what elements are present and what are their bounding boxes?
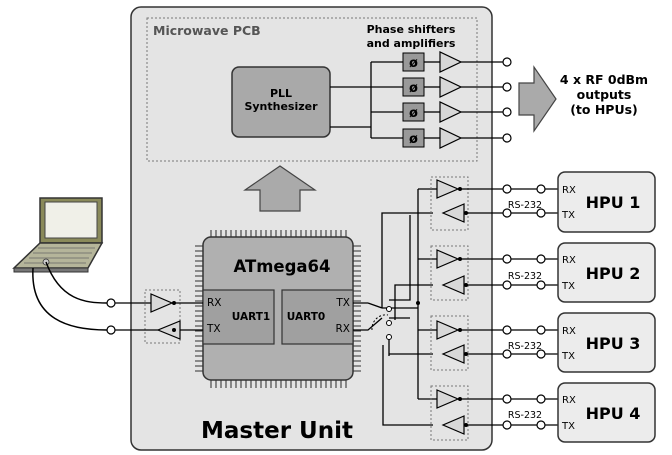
uart1-block [202,289,275,345]
master-unit-title: Master Unit [201,418,353,444]
hpu-rx-label: RX [562,395,576,406]
hpu-tx-label: TX [561,421,575,432]
pc-level-shifter-box [144,289,181,344]
hpu-tx-buffer-icon [436,249,460,269]
amplifier-icon [439,51,463,73]
phase-shifters-label: Phase shifters [367,23,456,36]
amplifier-icon [439,76,463,98]
hpu-rx-label: RX [562,326,576,337]
hpu-channel-4: RS-232 RX TX HPU 4 [430,382,656,443]
pc-rx-buffer-icon [150,293,174,313]
hpu-1-box [557,171,656,233]
microwave-pcb-box [146,17,478,162]
phase-shifter-row-3: ø [402,101,512,123]
uart1-tx-label: TX [206,323,221,335]
pc-tx-buffer-icon [156,320,181,340]
hpu-channel-1: RS-232 RX TX HPU 1 [430,171,656,233]
rs232-label: RS-232 [508,200,542,211]
svg-text:ø: ø [409,132,418,147]
amplifier-icon [439,127,463,149]
mcu-name: ATmega64 [233,257,330,276]
uart0-label: UART0 [287,311,325,323]
hpu-tx-buffer-icon [436,320,460,340]
rs232-label: RS-232 [508,271,542,282]
switch-contact [386,306,392,312]
rf-output-label-2: outputs [577,87,632,102]
pc-tx-terminal [106,325,116,335]
hpu-tx-label: TX [561,351,575,362]
rf-output-label-3: (to HPUs) [570,102,638,117]
hpu-3-box [557,312,656,373]
hpu-rx-label: RX [562,185,576,196]
amplifiers-label: and amplifiers [367,37,456,50]
uart1-rx-label: RX [207,297,222,309]
pll-label: PLL [270,87,292,100]
rs232-label: RS-232 [508,410,542,421]
switch-contact [386,334,392,340]
hpu-2-box [557,242,656,303]
hpu-tx-buffer-icon [436,179,460,199]
switch-contact [386,320,392,326]
microwave-pcb-title: Microwave PCB [153,23,261,38]
rs232-label: RS-232 [508,341,542,352]
synthesizer-label: Synthesizer [244,100,318,113]
control-up-arrow [243,165,317,212]
phase-shifter-rows: ø ø ø ø [402,51,512,149]
hpu-rx-label: RX [562,255,576,266]
rf-output-terminal [502,82,512,92]
hpu-tx-buffer-icon [436,389,460,409]
svg-text:ø: ø [409,106,418,121]
phase-shifter-row-1: ø [402,51,512,73]
uart0-bus-lines [353,188,437,426]
rx-mux-switch-arc [371,314,389,331]
rf-output-label-1: 4 x RF 0dBm [560,72,648,87]
rf-output-terminal [502,57,512,67]
pll-synthesizer-block [231,66,331,138]
uart0-rx-label: RX [336,323,351,335]
hpu-4-box [557,382,656,443]
hpu-2-label: HPU 2 [586,264,641,283]
pc-rx-terminal [106,298,116,308]
rf-output-terminal [502,133,512,143]
hpu-channel-3: RS-232 RX TX HPU 3 [430,312,656,373]
svg-text:ø: ø [409,81,418,96]
laptop-icon [12,197,104,273]
hpu-3-label: HPU 3 [586,334,641,353]
pc-serial-cable [32,261,108,331]
hpu-tx-label: TX [561,210,575,221]
uart0-block [281,289,354,345]
hpu-4-label: HPU 4 [586,404,641,423]
phase-shifter-row-2: ø [402,76,512,98]
rf-output-arrow [518,65,557,133]
uart1-label: UART1 [232,311,270,323]
hpu-tx-label: TX [561,281,575,292]
amplifier-icon [439,101,463,123]
uart0-tx-label: TX [335,297,350,309]
hpu-channel-2: RS-232 RX TX HPU 2 [430,242,656,303]
svg-text:ø: ø [409,56,418,71]
rf-output-terminal [502,107,512,117]
hpu-1-label: HPU 1 [586,193,641,212]
pll-output-lines [330,61,403,139]
phase-shifter-row-4: ø [402,127,512,149]
